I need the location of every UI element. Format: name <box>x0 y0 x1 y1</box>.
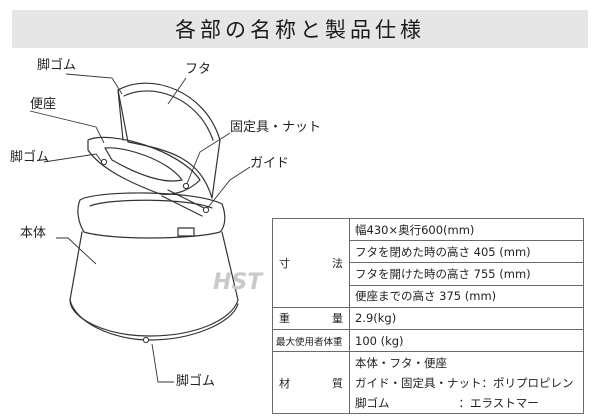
spec-row: フタを開けた時の高さ 755 (mm) <box>273 262 584 286</box>
leader-foot-rubber-bottom <box>151 343 174 383</box>
foot-rubber-dot <box>142 336 150 344</box>
label-guide: ガイド <box>250 156 290 171</box>
spec-dimension-2: フタを閉めた時の高さ 405 (mm) <box>349 240 584 264</box>
guide-rail-2 <box>161 195 203 217</box>
title-banner: 各部の名称と製品仕様 <box>12 10 588 48</box>
foot-rubber-dot-2 <box>100 158 108 166</box>
leader-seat <box>29 110 105 144</box>
body-top-rim <box>77 192 226 239</box>
label-foot-rubber-top: 脚ゴム <box>37 58 77 73</box>
spec-weight-value: 2.9(kg) <box>349 306 584 331</box>
spec-label-material: 材 質 <box>272 351 350 414</box>
body-handle <box>177 227 195 237</box>
leader-body <box>56 237 97 265</box>
lid-outline <box>117 82 221 199</box>
spec-label-dimensions: 寸 法 <box>272 218 350 308</box>
leader-guide <box>205 166 251 211</box>
spec-label-weight: 重 量 <box>272 306 350 331</box>
label-lid: フタ <box>185 62 212 77</box>
fixture-dot <box>182 182 190 190</box>
leader-fixture <box>185 132 231 187</box>
spec-row: 重 量 2.9(kg) <box>272 306 584 331</box>
body-bottom-band <box>69 299 239 341</box>
guide-dot <box>202 206 210 214</box>
spec-max-user-value: 100 (kg) <box>349 329 584 353</box>
label-fixture-nut: 固定具・ナット <box>230 120 322 135</box>
body-rim-inner <box>89 199 213 209</box>
spec-material-1: 本体・フタ・便座 <box>355 355 447 370</box>
spec-label-max-user: 最大使用者体重 <box>272 329 350 353</box>
label-foot-rubber-bottom: 脚ゴム <box>176 374 216 389</box>
spec-row: フタを閉めた時の高さ 405 (mm) <box>273 240 584 264</box>
lid-hinge-left <box>117 89 124 141</box>
leader-foot-rubber-left <box>43 153 103 163</box>
spec-row: 最大使用者体重 100 (kg) <box>272 329 584 353</box>
label-foot-rubber-left: 脚ゴム <box>10 150 50 165</box>
spec-dimension-4: 便座までの高さ 375 (mm) <box>349 284 584 308</box>
spec-table: 寸 法 幅430×奥行600(mm) フタを閉めた時の高さ 405 (mm) フ… <box>272 217 584 414</box>
spec-material-cell: 本体・フタ・便座 ガイド・固定具・ナット：ポリプロピレン 脚ゴム ：エラストマー <box>349 351 584 414</box>
label-body: 本体 <box>20 226 47 241</box>
seat-outline <box>87 136 201 195</box>
spec-material-3: 脚ゴム ：エラストマー <box>355 395 539 410</box>
spec-material-2: ガイド・固定具・ナット：ポリプロピレン <box>355 375 574 390</box>
spec-dimension-1: 幅430×奥行600(mm) <box>349 217 584 242</box>
seat-hole <box>104 147 183 182</box>
lid-inner-line <box>123 90 214 141</box>
spec-dimension-3: フタを開けた時の高さ 755 (mm) <box>349 262 584 286</box>
spec-row: 材 質 本体・フタ・便座 ガイド・固定具・ナット：ポリプロピレン 脚ゴム ：エラ… <box>272 351 584 414</box>
watermark-logo: HST <box>213 270 263 295</box>
guide-rail <box>167 189 209 211</box>
spec-row: 便座までの高さ 375 (mm) <box>273 284 584 308</box>
spec-row: 寸 法 幅430×奥行600(mm) <box>272 217 584 308</box>
page-title: 各部の名称と製品仕様 <box>175 18 425 42</box>
leader-lid <box>167 77 187 105</box>
leader-foot-rubber-top <box>65 73 123 95</box>
label-seat: 便座 <box>30 97 57 112</box>
